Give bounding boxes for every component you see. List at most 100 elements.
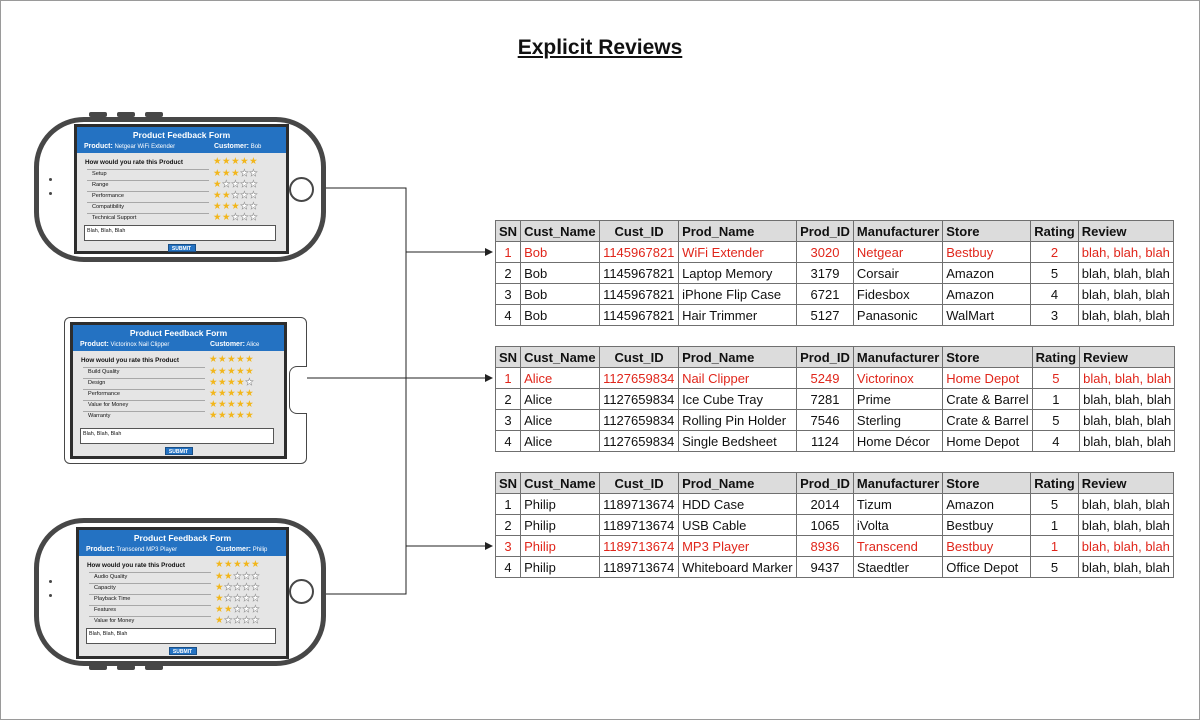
star-icon[interactable]: ★ <box>233 615 243 626</box>
star-icon[interactable]: ★ <box>236 388 246 399</box>
star-icon[interactable]: ★ <box>245 388 255 399</box>
star-icon[interactable]: ★ <box>240 168 250 179</box>
star-icon[interactable]: ★ <box>240 156 250 167</box>
star-icon[interactable]: ★ <box>245 354 255 365</box>
star-icon[interactable]: ★ <box>222 212 232 223</box>
star-icon[interactable]: ★ <box>233 582 243 593</box>
star-icon[interactable]: ★ <box>224 593 234 604</box>
star-icon[interactable]: ★ <box>231 156 241 167</box>
star-icon[interactable]: ★ <box>249 179 259 190</box>
star-icon[interactable]: ★ <box>218 366 228 377</box>
star-icon[interactable]: ★ <box>249 168 259 179</box>
star-icon[interactable]: ★ <box>231 212 241 223</box>
star-icon[interactable]: ★ <box>215 559 225 570</box>
star-icon[interactable]: ★ <box>245 410 255 421</box>
star-icon[interactable]: ★ <box>242 593 252 604</box>
star-icon[interactable]: ★ <box>242 582 252 593</box>
star-icon[interactable]: ★ <box>222 190 232 201</box>
star-icon[interactable]: ★ <box>236 410 246 421</box>
star-icon[interactable]: ★ <box>242 571 252 582</box>
star-icon[interactable]: ★ <box>209 410 219 421</box>
star-icon[interactable]: ★ <box>218 399 228 410</box>
star-icon[interactable]: ★ <box>215 582 225 593</box>
home-button[interactable] <box>289 176 314 202</box>
star-icon[interactable]: ★ <box>251 582 261 593</box>
star-icon[interactable]: ★ <box>222 168 232 179</box>
star-icon[interactable]: ★ <box>245 366 255 377</box>
star-icon[interactable]: ★ <box>224 571 234 582</box>
star-icon[interactable]: ★ <box>213 212 223 223</box>
star-icon[interactable]: ★ <box>242 559 252 570</box>
star-icon[interactable]: ★ <box>231 168 241 179</box>
star-icon[interactable]: ★ <box>209 399 219 410</box>
star-icon[interactable]: ★ <box>209 377 219 388</box>
star-icon[interactable]: ★ <box>249 156 259 167</box>
star-icon[interactable]: ★ <box>245 399 255 410</box>
star-icon[interactable]: ★ <box>245 377 255 388</box>
star-icon[interactable]: ★ <box>227 399 237 410</box>
star-icon[interactable]: ★ <box>215 571 225 582</box>
star-icon[interactable]: ★ <box>249 212 259 223</box>
star-icon[interactable]: ★ <box>218 410 228 421</box>
star-icon[interactable]: ★ <box>224 559 234 570</box>
star-icon[interactable]: ★ <box>231 179 241 190</box>
star-icon[interactable]: ★ <box>233 571 243 582</box>
star-icon[interactable]: ★ <box>227 410 237 421</box>
star-icon[interactable]: ★ <box>249 201 259 212</box>
star-icon[interactable]: ★ <box>215 593 225 604</box>
home-button[interactable] <box>289 579 314 604</box>
star-icon[interactable]: ★ <box>227 377 237 388</box>
star-icon[interactable]: ★ <box>251 593 261 604</box>
star-icon[interactable]: ★ <box>213 201 223 212</box>
star-icon[interactable]: ★ <box>242 615 252 626</box>
submit-button[interactable]: SUBMIT <box>167 244 196 252</box>
star-icon[interactable]: ★ <box>251 559 261 570</box>
star-icon[interactable]: ★ <box>240 201 250 212</box>
star-icon[interactable]: ★ <box>224 582 234 593</box>
star-icon[interactable]: ★ <box>236 366 246 377</box>
star-icon[interactable]: ★ <box>218 377 228 388</box>
star-icon[interactable]: ★ <box>233 593 243 604</box>
star-icon[interactable]: ★ <box>236 399 246 410</box>
star-icon[interactable]: ★ <box>242 604 252 615</box>
star-icon[interactable]: ★ <box>227 388 237 399</box>
star-icon[interactable]: ★ <box>209 366 219 377</box>
star-icon[interactable]: ★ <box>218 388 228 399</box>
star-icon[interactable]: ★ <box>222 179 232 190</box>
star-icon[interactable]: ★ <box>224 604 234 615</box>
comment-textarea[interactable]: Blah, Blah, Blah <box>80 428 274 444</box>
star-icon[interactable]: ★ <box>213 156 223 167</box>
star-icon[interactable]: ★ <box>224 615 234 626</box>
star-icon[interactable]: ★ <box>251 615 261 626</box>
star-icon[interactable]: ★ <box>215 615 225 626</box>
star-icon[interactable]: ★ <box>213 168 223 179</box>
star-icon[interactable]: ★ <box>236 377 246 388</box>
star-icon[interactable]: ★ <box>236 354 246 365</box>
star-icon[interactable]: ★ <box>209 354 219 365</box>
star-icon[interactable]: ★ <box>233 604 243 615</box>
star-icon[interactable]: ★ <box>213 190 223 201</box>
star-icon[interactable]: ★ <box>227 366 237 377</box>
star-icon[interactable]: ★ <box>231 201 241 212</box>
star-icon[interactable]: ★ <box>249 190 259 201</box>
star-icon[interactable]: ★ <box>218 354 228 365</box>
star-icon[interactable]: ★ <box>240 190 250 201</box>
star-icon[interactable]: ★ <box>215 604 225 615</box>
star-icon[interactable]: ★ <box>240 179 250 190</box>
star-icon[interactable]: ★ <box>222 156 232 167</box>
submit-button[interactable]: SUBMIT <box>168 647 197 655</box>
star-icon[interactable]: ★ <box>251 571 261 582</box>
star-icon[interactable]: ★ <box>240 212 250 223</box>
star-icon[interactable]: ★ <box>233 559 243 570</box>
submit-button[interactable]: SUBMIT <box>164 447 193 455</box>
star-icon[interactable]: ★ <box>231 190 241 201</box>
star-icon[interactable]: ★ <box>251 604 261 615</box>
comment-textarea[interactable]: Blah, Blah, Blah <box>86 628 276 644</box>
comment-textarea[interactable]: Blah, Blah, Blah <box>84 225 276 241</box>
star-icon[interactable]: ★ <box>227 354 237 365</box>
table-cell: 3020 <box>796 241 854 263</box>
star-icon[interactable]: ★ <box>213 179 223 190</box>
criterion-rating-stars: ★★★★★ <box>209 377 255 388</box>
star-icon[interactable]: ★ <box>209 388 219 399</box>
star-icon[interactable]: ★ <box>222 201 232 212</box>
